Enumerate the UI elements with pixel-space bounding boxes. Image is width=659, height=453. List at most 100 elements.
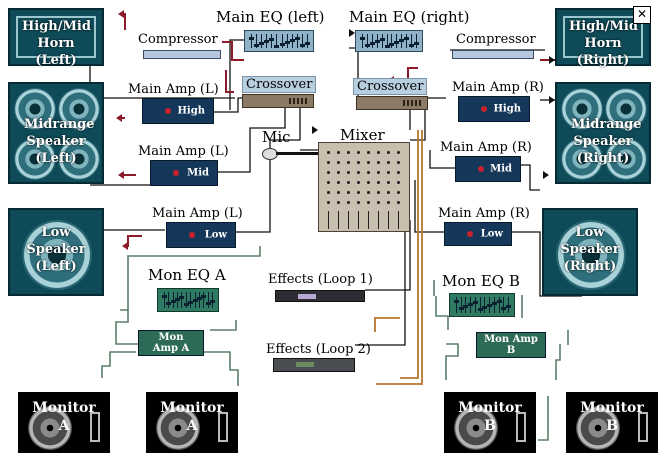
speaker-cone-icon: [22, 220, 92, 290]
eq-slider: [190, 292, 192, 308]
midrange-left-speaker: Midrange Speaker (Left): [8, 82, 104, 184]
amp-knob-icon: [467, 231, 473, 237]
crossover-right: [356, 96, 428, 110]
mixer-fader: [368, 211, 369, 229]
eq-slider-knob: [374, 40, 380, 43]
amp-left-high: High: [142, 98, 214, 124]
mixer-knob: [347, 151, 350, 154]
mixer-knob: [327, 161, 330, 164]
mixer-knob: [347, 161, 350, 164]
mon-amp-a-label: Mon Amp A: [152, 332, 190, 354]
eq-slider: [479, 297, 481, 313]
eq-slider: [503, 297, 505, 313]
monitor-title: Monitor: [580, 400, 644, 416]
eq-slider-knob: [458, 307, 464, 310]
monitor-b-right: Monitor B: [566, 392, 658, 453]
mixer-knob: [357, 161, 360, 164]
horn-left-speaker: High/Mid Horn (Left): [8, 8, 104, 68]
eq-slider-knob: [399, 39, 405, 42]
eq-slider-knob: [162, 295, 167, 298]
amp-left-mid-label: Main Amp (L): [138, 144, 229, 159]
eq-slider-knob: [289, 39, 295, 42]
amp-knob-icon: [481, 106, 487, 112]
monitor-a-left: Monitor A: [18, 392, 110, 453]
compressor-right: [452, 50, 534, 59]
eq-slider-knob: [468, 303, 474, 306]
main-eq-right-label: Main EQ (right): [349, 8, 470, 26]
amp-tag: Low: [204, 229, 227, 241]
midrange-left-label: Midrange Speaker (Left): [24, 117, 95, 166]
eq-slider-knob: [269, 38, 275, 41]
eq-slider: [456, 297, 457, 313]
compressor-left: [143, 50, 221, 59]
mixer-fader: [328, 211, 329, 229]
mixer-console: [318, 142, 410, 232]
mon-eq-b: [449, 293, 515, 317]
close-button[interactable]: ✕: [633, 6, 651, 24]
monitor-b-left: Monitor B: [444, 392, 536, 453]
eq-slider: [381, 34, 383, 48]
mon-amp-b-label: Mon Amp B: [484, 334, 538, 356]
mixer-knob: [357, 171, 360, 174]
mixer-knob: [347, 201, 350, 204]
mixer-knob: [367, 201, 370, 204]
eq-slider: [198, 292, 200, 308]
mixer-knob: [387, 181, 390, 184]
monitor-title: Monitor: [32, 400, 96, 416]
mixer-knob: [337, 191, 340, 194]
effects-loop-1-unit: [275, 290, 365, 302]
amp-knob-icon: [165, 108, 171, 114]
mixer-knob: [387, 161, 390, 164]
mic-label: Mic: [262, 128, 291, 146]
mixer-knob: [367, 161, 370, 164]
mixer-knob: [327, 181, 330, 184]
mixer-knob: [347, 191, 350, 194]
low-left-speaker: Low Speaker (Left): [8, 208, 104, 296]
mixer-knob: [367, 191, 370, 194]
amp-knob-icon: [173, 170, 179, 176]
eq-slider-knob: [477, 308, 483, 311]
midrange-right-speaker: Midrange Speaker (Right): [555, 82, 651, 184]
mixer-knob: [347, 171, 350, 174]
eq-slider-knob: [205, 302, 211, 305]
eq-slider: [207, 292, 209, 308]
eq-slider-knob: [196, 297, 202, 300]
monitor-letter: B: [484, 418, 496, 434]
amp-knob-icon: [189, 232, 195, 238]
mixer-knob: [397, 201, 400, 204]
speaker-cone-icon: [58, 88, 100, 130]
eq-slider-knob: [183, 303, 189, 306]
mixer-knob: [367, 181, 370, 184]
eq-slider: [168, 292, 170, 308]
amp-tag: Mid: [490, 163, 512, 175]
crossover-left-label: Crossover: [242, 76, 317, 93]
mixer-knob: [357, 151, 360, 154]
mixer-knob: [337, 181, 340, 184]
monitor-letter: A: [186, 418, 198, 434]
mixer-knob: [387, 171, 390, 174]
eq-slider-knob: [201, 295, 207, 298]
mixer-knob: [387, 151, 390, 154]
amp-tag: Low: [480, 228, 503, 240]
amp-left-mid: Mid: [150, 160, 218, 186]
mixer-knob: [367, 171, 370, 174]
horn-icon: [563, 16, 643, 58]
eq-slider: [484, 297, 486, 313]
eq-slider: [416, 34, 417, 48]
monitor-letter: A: [58, 418, 70, 434]
crossover-right-label: Crossover: [353, 78, 428, 95]
amp-tag: High: [493, 103, 521, 115]
eq-slider: [276, 34, 278, 48]
mon-eq-b-label: Mon EQ B: [442, 272, 520, 290]
amp-knob-icon: [478, 166, 484, 172]
eq-slider-knob: [179, 296, 185, 299]
eq-slider-knob: [294, 37, 300, 40]
eq-slider-knob: [360, 37, 365, 40]
mixer-fader: [398, 211, 399, 229]
speaker-port-icon: [638, 412, 648, 442]
mixer-knob: [377, 191, 380, 194]
eq-slider-knob: [409, 44, 415, 47]
eq-slider-knob: [491, 302, 497, 305]
mixer-fader: [378, 211, 379, 229]
eq-slider-knob: [210, 300, 215, 303]
